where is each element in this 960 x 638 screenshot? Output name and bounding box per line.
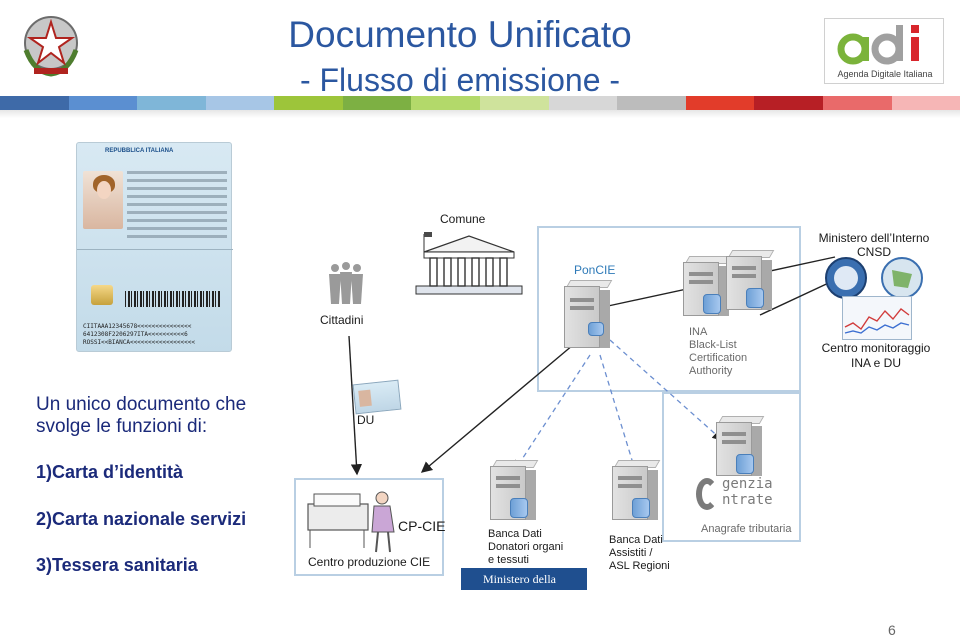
cp-cie-label: CP-CIE xyxy=(398,518,446,534)
poncie-server-icon xyxy=(564,280,614,350)
page-title: Documento Unificato xyxy=(288,14,632,55)
stripe-shadow xyxy=(0,110,960,118)
monitor-chart-icon xyxy=(842,296,912,340)
agenzia-server-icon xyxy=(716,416,765,476)
italian-republic-emblem xyxy=(18,10,84,80)
centro-monitoraggio-label: Centro monitoraggio INA e DU xyxy=(821,341,931,370)
comune-building-icon xyxy=(414,226,524,300)
stripe-segment xyxy=(480,96,549,110)
color-stripe xyxy=(0,96,960,110)
ina-server-icon xyxy=(683,256,732,316)
stripe-segment xyxy=(0,96,69,110)
anagrafe-label: Anagrafe tributaria xyxy=(701,523,792,535)
barcode-icon xyxy=(125,291,221,307)
stripe-segment xyxy=(342,96,412,110)
page-subtitle: - Flusso di emissione - xyxy=(299,62,621,98)
stripe-segment xyxy=(754,96,823,110)
stripe-segment xyxy=(548,96,618,110)
donatori-server-icon xyxy=(490,460,539,520)
ministero-salute-logo: Ministero della Salute xyxy=(461,568,587,608)
stripe-segment xyxy=(411,96,481,110)
id-card-fields xyxy=(127,171,227,243)
id-card-mrz: CIITAAA12345678<<<<<<<<<<<<<<< 6412308F2… xyxy=(83,323,195,346)
intro-text: Un unico documento che svolge le funzion… xyxy=(36,394,247,437)
du-card-icon xyxy=(352,379,402,415)
function-item: 1)Carta d’identità xyxy=(36,462,184,482)
function-item: 3)Tessera sanitaria xyxy=(36,555,198,575)
du-label: DU xyxy=(357,413,375,427)
agenzia-box xyxy=(662,392,801,542)
card-printer-icon xyxy=(300,484,404,554)
cp-cie-box xyxy=(294,478,444,576)
agid-logo: Agenda Digitale Italiana xyxy=(824,18,944,84)
ministero-interno-label: Ministero dell’Interno CNSD xyxy=(818,231,930,259)
id-card-image: REPUBBLICA ITALIANA CIITAAA12345678<<<<<… xyxy=(76,142,233,352)
stripe-segment xyxy=(617,96,686,110)
blacklist-server-icon xyxy=(726,250,775,310)
chip-icon xyxy=(91,285,113,305)
id-card-header: REPUBBLICA ITALIANA xyxy=(105,148,174,154)
agenzia-entrate-logo: genzia ntrate xyxy=(692,474,796,514)
id-card-photo xyxy=(83,171,123,229)
banca-donatori-label: Banca Dati Donatori organi e tessuti xyxy=(488,528,564,566)
function-item: 2)Carta nazionale servizi xyxy=(36,509,247,529)
centro-produzione-label: Centro produzione CIE xyxy=(308,555,431,569)
ina-label: INA Black-List Certification Authority xyxy=(689,326,748,377)
page-number: 6 xyxy=(888,622,896,638)
citizens-icon xyxy=(323,260,369,306)
ministero-seals-icon xyxy=(822,256,930,300)
banca-assistiti-label: Banca Dati Assistiti / ASL Regioni xyxy=(609,534,670,572)
stripe-segment xyxy=(891,96,960,110)
cittadini-label: Cittadini xyxy=(320,313,364,327)
stripe-segment xyxy=(68,96,138,110)
poncie-label: PonCIE xyxy=(574,263,616,277)
stripe-segment xyxy=(137,96,206,110)
logo-caption: Agenda Digitale Italiana xyxy=(837,69,933,79)
assistiti-server-icon xyxy=(612,460,661,520)
comune-label: Comune xyxy=(440,212,486,226)
stripe-segment xyxy=(685,96,755,110)
stripe-segment xyxy=(274,96,343,110)
stripe-segment xyxy=(822,96,892,110)
stripe-segment xyxy=(205,96,275,110)
